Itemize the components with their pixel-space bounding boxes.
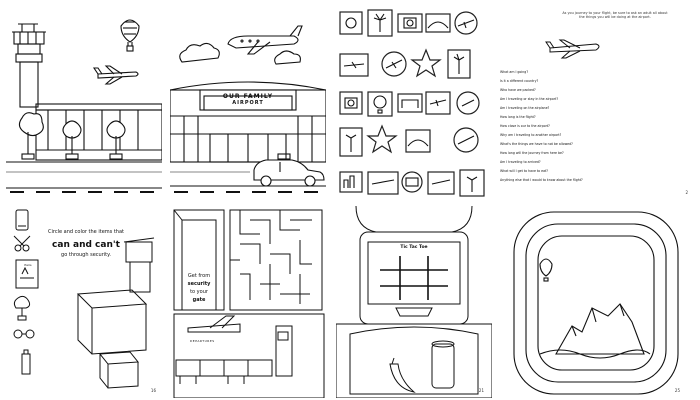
stamp-camera-small-icon — [339, 91, 363, 115]
question-item: How long is the flight? — [500, 115, 536, 119]
stamp-building-icon — [397, 93, 423, 113]
maze-grid-icon — [229, 209, 323, 311]
questions-airplane-icon — [545, 39, 600, 59]
gate-seat-row — [175, 359, 273, 384]
stamp-plane-flying-icon — [425, 91, 451, 115]
question-item: Who have we packed? — [500, 88, 536, 92]
mountain-icon — [555, 303, 645, 355]
page-number: 2 — [685, 190, 688, 195]
tree-icon — [62, 120, 82, 160]
airport-sign-line2: AIRPORT — [232, 100, 264, 106]
questions-intro: As you journey to your flight, be sure t… — [562, 11, 668, 19]
stamp-bridge-icon — [425, 13, 451, 33]
stamp-airplane-wide-icon — [367, 171, 399, 195]
airport-building-illustration — [170, 25, 326, 193]
stamp-camera-round-icon — [401, 171, 423, 193]
luggage-bin-icon — [76, 289, 148, 355]
stamp-bridge-large-icon — [405, 129, 431, 153]
airplane-icon — [227, 25, 303, 55]
tree-icon — [106, 120, 126, 160]
maze-label-line1: Get from — [187, 273, 211, 279]
page-security-maze: Get from security to your gate DEPARTURE… — [170, 204, 326, 398]
tic-tac-toe-grid — [380, 256, 448, 300]
question-item: What will I get to have to eat? — [500, 169, 548, 173]
page-travel-stamps — [336, 4, 492, 200]
page-number: 16 — [150, 388, 156, 393]
hot-air-balloon-icon — [120, 19, 140, 52]
question-item: Am I traveling or stay in the airport? — [500, 97, 559, 101]
maze-label-line3: to your — [190, 289, 208, 295]
page-number: 21 — [478, 388, 484, 393]
tree-small-icon — [13, 295, 31, 321]
question-item: What am I going? — [500, 70, 529, 74]
metal-detector-icon — [173, 209, 225, 311]
stamp-city-icon — [339, 171, 363, 193]
hot-air-balloon-icon — [539, 258, 553, 282]
question-item: How long will the journey from here be? — [500, 151, 564, 155]
scissors-icon — [13, 235, 31, 252]
question-item: Is it a different country? — [500, 79, 539, 83]
book-icon — [15, 259, 39, 289]
maze-label-line4: gate — [192, 297, 206, 303]
airport-sign-line1: OUR FAMILY — [222, 93, 274, 100]
page-airport-questions: As you journey to your flight, be sure t… — [500, 4, 694, 200]
water-bottle-icon — [21, 349, 31, 375]
tree-icon — [18, 112, 44, 160]
security-instruction-line1: Circle and color the items that — [48, 229, 124, 235]
maze-label-line2: security — [187, 281, 211, 287]
departures-sign: DEPARTURES — [190, 339, 215, 343]
phone-icon — [15, 209, 29, 231]
stamp-camera-icon — [397, 13, 423, 33]
book-label: Paris — [24, 263, 32, 267]
page-seatback-game: Tic Tac Toe 21 — [336, 204, 492, 398]
departure-gate-icon — [173, 313, 325, 398]
open-box-icon — [99, 351, 139, 389]
control-tower-illustration — [6, 19, 162, 193]
game-title: Tic Tac Toe — [400, 245, 428, 250]
question-item: What's the things we have to not be allo… — [500, 142, 573, 146]
banana-icon — [389, 357, 416, 393]
taxi-car-icon — [253, 153, 325, 187]
maze-illustration — [173, 209, 325, 398]
page-window-view: 25 — [500, 204, 694, 398]
security-instruction-line3: go through security. — [61, 252, 111, 258]
question-item: Am I traveling on the airplane? — [500, 106, 550, 110]
seatback-illustration — [336, 205, 492, 398]
question-item: Why am I traveling to another airport? — [500, 133, 562, 137]
page-number: 25 — [674, 388, 680, 393]
travel-stamps-grid — [339, 9, 485, 197]
page-security-items: Circle and color the items that can and … — [6, 204, 162, 398]
question-item: How close is our to the airport? — [500, 124, 550, 128]
security-items-illustration — [13, 209, 155, 389]
page-family-airport: OUR FAMILY AIRPORT — [170, 4, 326, 200]
question-item: Am I traveling to arrived? — [500, 160, 541, 164]
soda-can-icon — [431, 340, 455, 389]
airplane-icon — [92, 65, 139, 85]
stamp-sun-icon — [339, 11, 363, 35]
question-item: Anything else that I would to know about… — [500, 178, 583, 182]
page-control-tower — [6, 4, 162, 200]
stamp-star-icon — [410, 48, 442, 78]
glasses-icon — [13, 329, 35, 339]
security-instruction-line2: can and can't — [52, 240, 120, 250]
stamp-star-large-icon — [366, 124, 398, 154]
airport-kiosk-icon — [123, 237, 155, 293]
airplane-window-illustration — [513, 211, 679, 395]
stamp-plane-small-icon — [427, 171, 455, 195]
